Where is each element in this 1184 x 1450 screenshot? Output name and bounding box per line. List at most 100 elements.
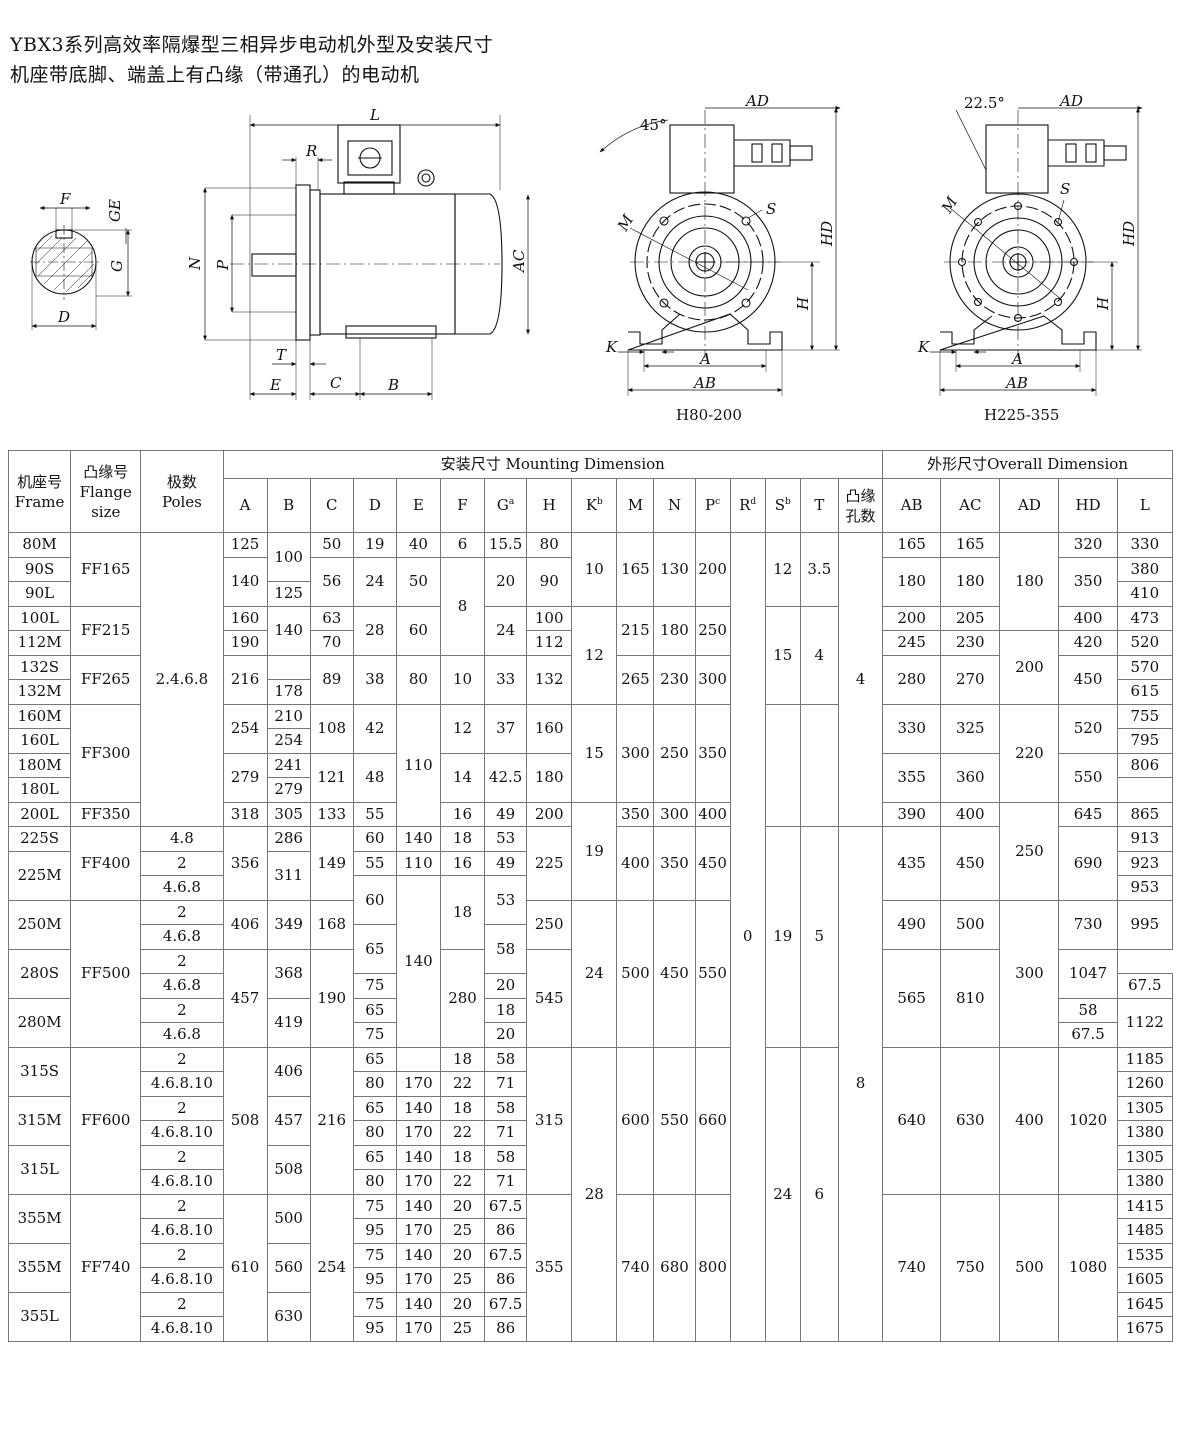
cell-flange: FF500 bbox=[70, 899, 142, 1048]
table-row: 4.6.8 65 58 bbox=[9, 924, 1173, 974]
cell-g: 58 bbox=[484, 1144, 528, 1170]
cell-a: 610 bbox=[222, 1193, 268, 1342]
cell-l: 570 bbox=[1116, 654, 1174, 680]
cell-b: 630 bbox=[266, 1291, 311, 1342]
cell-p: 400 bbox=[694, 801, 731, 827]
motor-outline-drawing: F GE G D L R N P AC T E C B 45° AD HD M … bbox=[30, 95, 1143, 424]
cell-c: 89 bbox=[309, 654, 354, 705]
cell-a: 318 bbox=[222, 801, 268, 827]
table-row: 4.6.8.10 80 170 22 71 1380 bbox=[9, 1120, 1174, 1146]
cell-hd: 420 bbox=[1058, 630, 1118, 656]
cell-l: 410 bbox=[1116, 581, 1174, 607]
cell-m: 165 bbox=[616, 532, 655, 607]
cell-h: 100 bbox=[526, 605, 573, 631]
cell-c: 216 bbox=[309, 1046, 354, 1195]
label-ac: AC bbox=[510, 249, 528, 274]
cell-holes: 8 bbox=[837, 826, 884, 1342]
cell-g: 71 bbox=[484, 1169, 528, 1195]
cell-g: 58 bbox=[484, 1095, 528, 1121]
cell-l: 1645 bbox=[1116, 1291, 1174, 1317]
label-s: S bbox=[1060, 180, 1070, 198]
cell-f: 22 bbox=[439, 1120, 486, 1146]
cell-ad: 250 bbox=[999, 801, 1060, 901]
table-row: 80M FF165 2.4.6.8 125 100 50 19 40 6 15.… bbox=[7, 532, 1174, 1342]
cell-poles: 2 bbox=[140, 1291, 224, 1317]
cell-hd: 400 bbox=[1058, 605, 1118, 631]
cell-b: 560 bbox=[266, 1242, 311, 1293]
cell-f: 10 bbox=[439, 654, 486, 705]
label-e: E bbox=[269, 376, 281, 394]
cell-flange: FF300 bbox=[70, 703, 142, 803]
cell-f: 18 bbox=[439, 826, 486, 852]
cell-e: 140 bbox=[395, 826, 441, 852]
cell-f: 20 bbox=[439, 1242, 486, 1268]
cell-ac: 205 bbox=[940, 605, 1001, 631]
table-row: 355L 2 630 75 140 20 67.5 1645 bbox=[7, 1291, 1174, 1342]
cell-a: 254 bbox=[222, 703, 268, 754]
cell-g: 71 bbox=[484, 1071, 528, 1097]
cell-c: 133 bbox=[309, 801, 354, 827]
table-row: 315M 2 457 65 140 18 58 1305 bbox=[7, 1095, 1174, 1146]
header-p: Pc bbox=[694, 478, 731, 533]
cell-frame: 315L bbox=[7, 1144, 72, 1195]
cell-b: 241 bbox=[266, 752, 311, 778]
table-row: 180L 279 bbox=[7, 777, 1174, 803]
cell-poles: 2 bbox=[140, 1095, 224, 1121]
cell-s: 24 bbox=[764, 1046, 801, 1342]
motor-side-view bbox=[203, 115, 530, 400]
table-row: 90S 140 56 24 50 8 20 90 180 180 350 380 bbox=[7, 556, 1174, 656]
cell-n: 550 bbox=[653, 1046, 696, 1195]
cell-frame: 160L bbox=[7, 728, 72, 754]
cell-f: 25 bbox=[439, 1267, 486, 1293]
cell-g: 67.5 bbox=[1116, 973, 1174, 999]
cell-e: 140 bbox=[395, 1193, 441, 1219]
cell-g: 37 bbox=[484, 703, 528, 754]
cell-c: 121 bbox=[309, 752, 354, 803]
cell-e: 110 bbox=[395, 703, 441, 827]
cell-e bbox=[395, 1046, 441, 1072]
cell-frame: 80M bbox=[7, 532, 72, 558]
cell-m: 600 bbox=[616, 1046, 655, 1195]
cell-b: 140 bbox=[266, 605, 311, 656]
label-h: H bbox=[794, 296, 812, 311]
cell-hd: 1020 bbox=[1058, 1046, 1118, 1195]
cell-n: 450 bbox=[653, 899, 696, 1048]
cell-f: 6 bbox=[439, 532, 486, 558]
cell-a: 190 bbox=[222, 630, 268, 656]
cell-n: 230 bbox=[653, 654, 696, 705]
cell-e: 170 bbox=[395, 1120, 441, 1146]
cell-g: 53 bbox=[484, 875, 528, 925]
cell-e: 170 bbox=[395, 1218, 441, 1244]
cell-ac: 270 bbox=[940, 654, 1001, 705]
cell-h: 180 bbox=[526, 752, 573, 803]
cell-b: 419 bbox=[266, 997, 311, 1048]
cell-f: 20 bbox=[484, 1022, 528, 1048]
cell-d: 80 bbox=[352, 1071, 397, 1097]
cell-p: 200 bbox=[694, 532, 731, 607]
cell-d: 75 bbox=[352, 1193, 397, 1219]
cell-flange: FF400 bbox=[70, 826, 142, 901]
cell-n: 250 bbox=[653, 703, 696, 803]
table-row: 160M FF300 254 210 108 42 110 12 37 160 … bbox=[7, 703, 1174, 827]
cell-d: 75 bbox=[352, 973, 397, 999]
table-row: 90L 125 410 bbox=[7, 581, 1174, 607]
cell-h: 132 bbox=[526, 654, 573, 705]
table-row: 315S FF600 2 508 406 216 65 18 58 315 28… bbox=[7, 1046, 1174, 1342]
cell-l: 1415 bbox=[1116, 1193, 1174, 1219]
cell-t: 5 bbox=[799, 826, 839, 1048]
header-ab: AB bbox=[882, 478, 942, 533]
cell-f: 18 bbox=[439, 875, 486, 950]
cell-h: 315 bbox=[526, 1046, 573, 1195]
cell-f: 20 bbox=[439, 1193, 486, 1219]
header-c: C bbox=[309, 478, 354, 533]
cell-c: 168 bbox=[309, 899, 354, 950]
cell-ac: 230 bbox=[940, 630, 1001, 656]
cell-hd: 690 bbox=[1058, 826, 1118, 901]
cell-hd: 450 bbox=[1058, 654, 1118, 705]
cell-l: 923 bbox=[1116, 850, 1174, 876]
label-ab: AB bbox=[692, 374, 716, 392]
cell-hd: 520 bbox=[1058, 703, 1118, 754]
cell-poles: 4.8 bbox=[140, 826, 224, 852]
cell-poles: 4.6.8.10 bbox=[140, 1120, 224, 1146]
